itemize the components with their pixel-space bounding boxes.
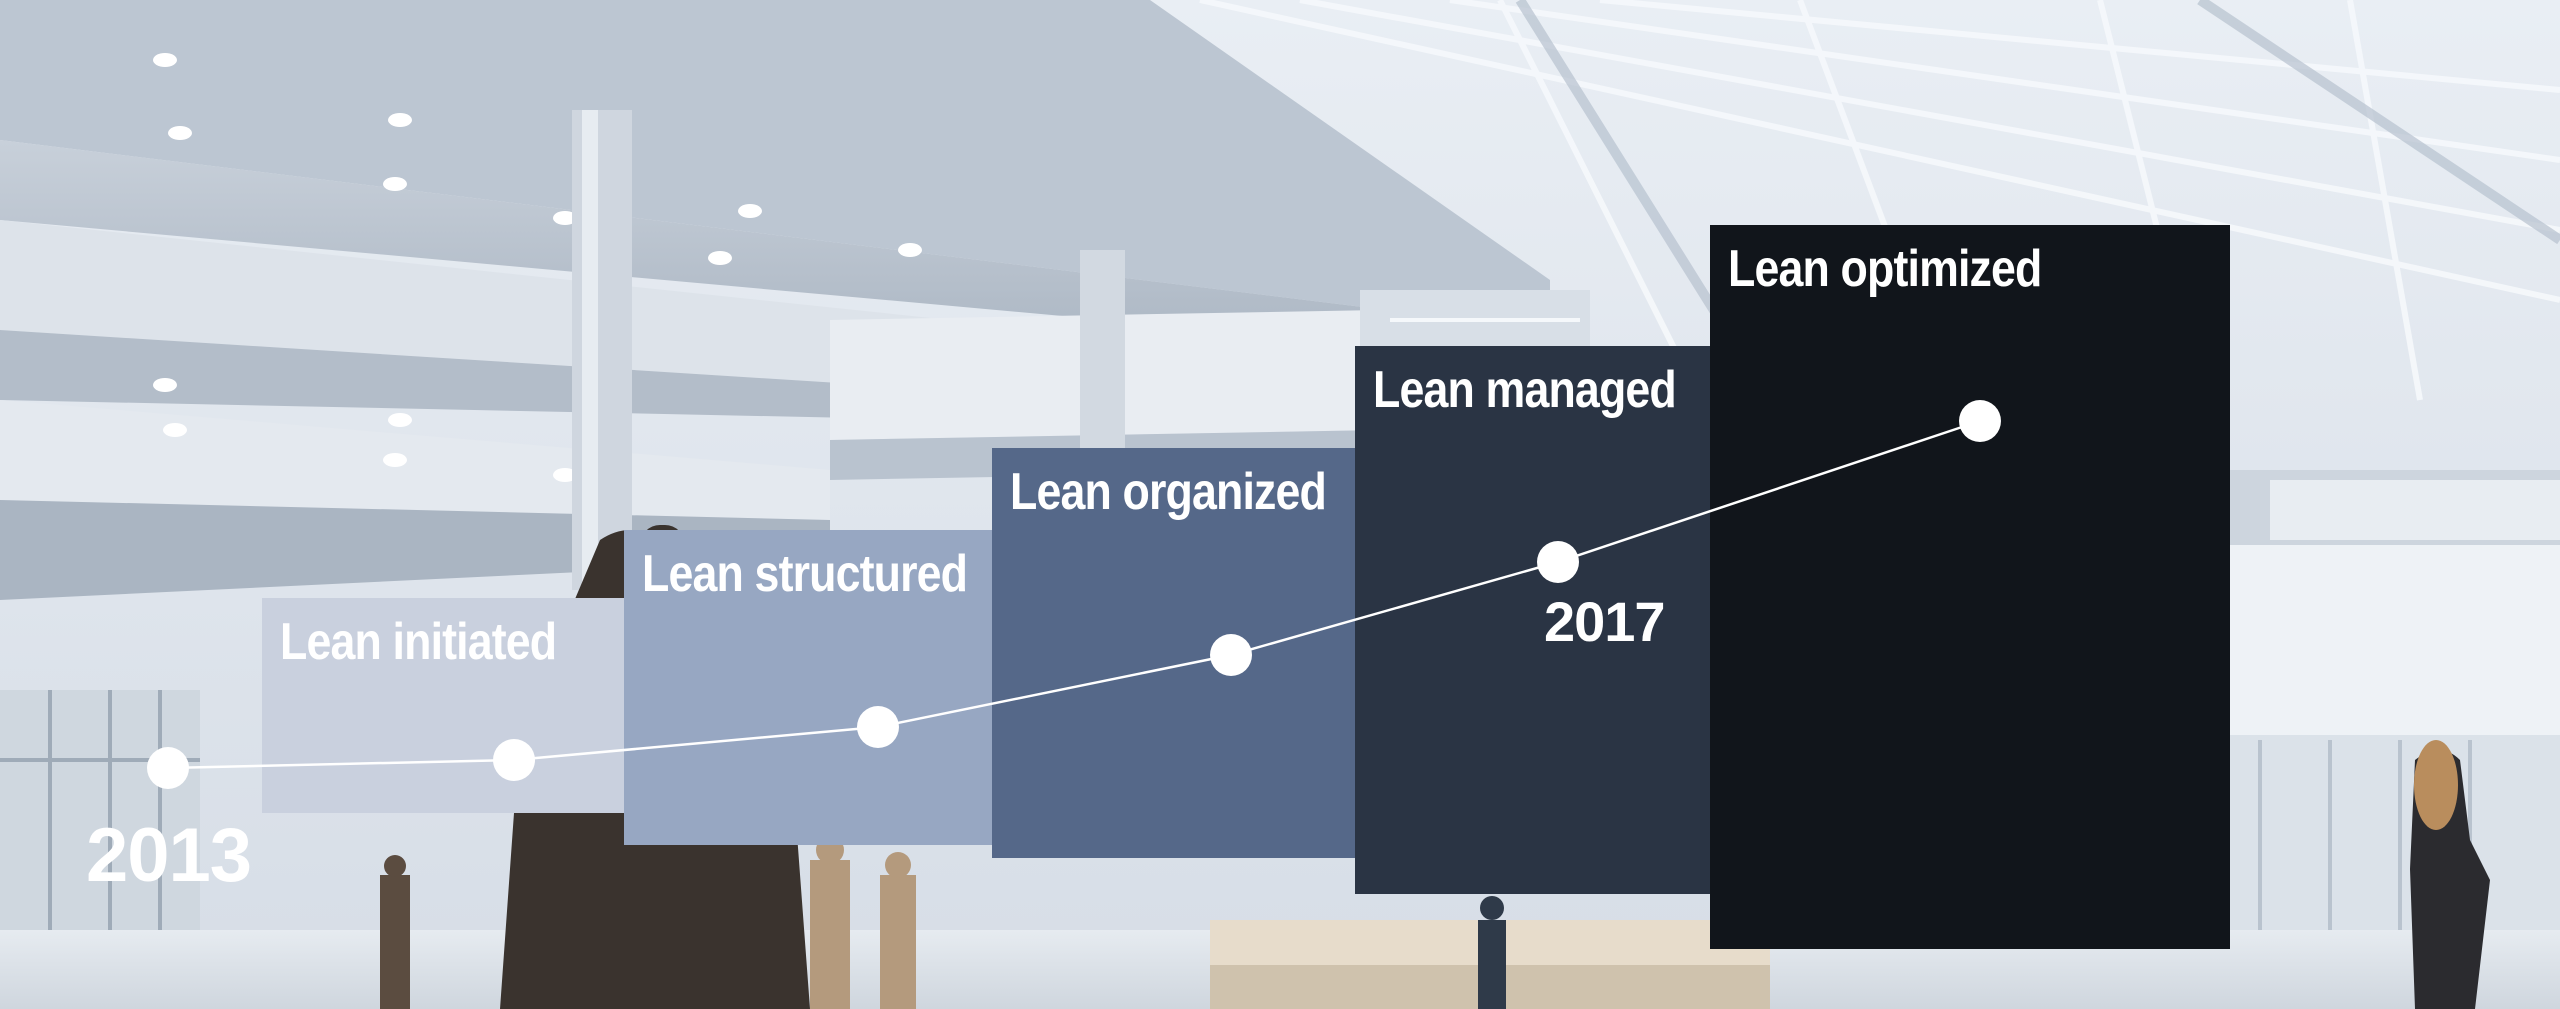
year-label-start: 2013 <box>86 813 252 898</box>
stage-box-lean-optimized <box>1710 225 2230 949</box>
stage-label-lean-structured: Lean structured <box>642 545 968 603</box>
stage-label-lean-optimized: Lean optimized <box>1728 240 2042 298</box>
stage-label-lean-initiated: Lean initiated <box>280 613 557 671</box>
stage-label-lean-organized: Lean organized <box>1010 463 1327 521</box>
year-label-mid: 2017 <box>1544 590 1666 653</box>
stage-label-lean-managed: Lean managed <box>1373 361 1677 419</box>
